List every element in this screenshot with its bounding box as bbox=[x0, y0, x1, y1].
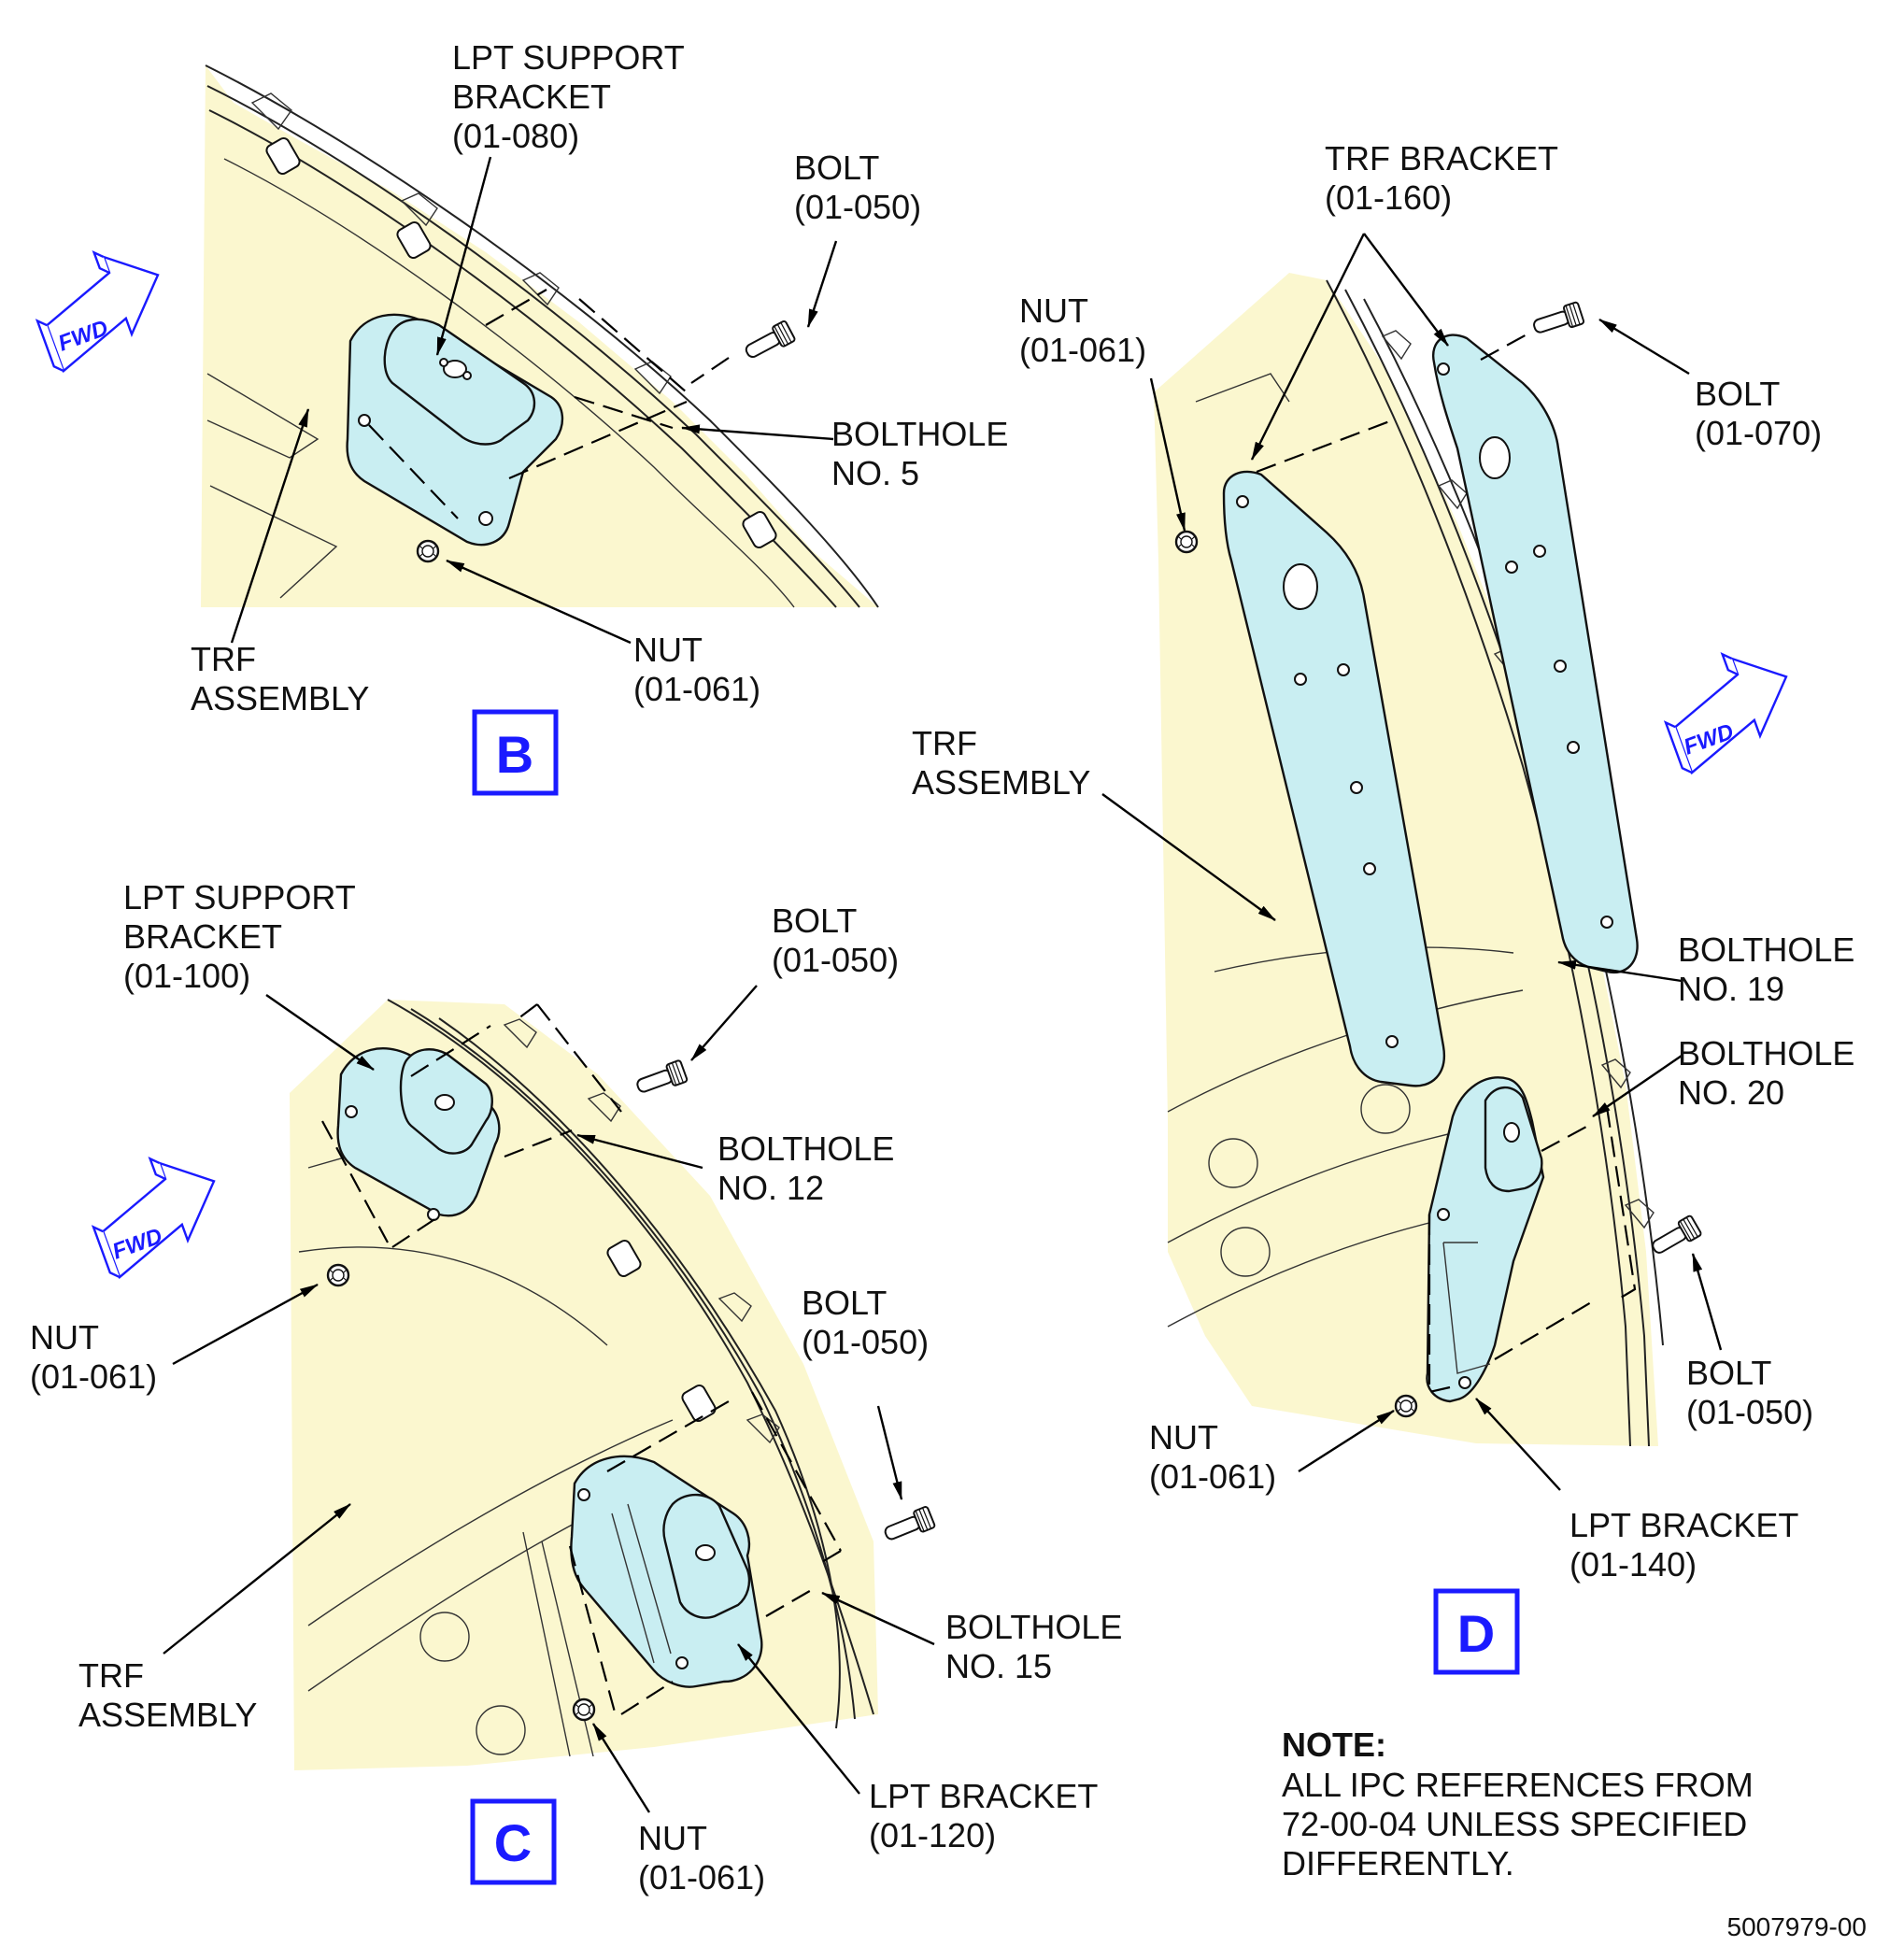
view-c-studs bbox=[606, 1239, 717, 1423]
document-number: 5007979-00 bbox=[1727, 1912, 1867, 1941]
bolt-01-070-icon bbox=[1529, 301, 1585, 339]
view-c-flange-linework bbox=[298, 999, 874, 1757]
label-lpt-support-bracket-01-080: LPT SUPPORT BRACKET (01-080) bbox=[452, 38, 693, 155]
view-c-fwd-arrow-icon: FWD bbox=[77, 1139, 235, 1281]
view-b-leaders bbox=[230, 156, 838, 645]
label-bolthole-no-5: BOLTHOLE NO. 5 bbox=[831, 415, 1017, 492]
view-d-labels: TRF BRACKET (01-160) NUT (01-061) BOLT (… bbox=[912, 139, 1864, 1584]
trf-bracket-01-160-right bbox=[1431, 334, 1639, 974]
view-letter-d: D bbox=[1457, 1604, 1495, 1663]
label-bolt-01-070: BOLT (01-070) bbox=[1695, 375, 1822, 452]
view-letter-b: B bbox=[496, 725, 533, 784]
view-b-labels: LPT SUPPORT BRACKET (01-080) BOLT (01-05… bbox=[191, 38, 1017, 717]
view-b: LPT SUPPORT BRACKET (01-080) BOLT (01-05… bbox=[21, 38, 1017, 796]
label-nut-01-061-lower: NUT (01-061) bbox=[638, 1819, 765, 1896]
bolt-01-050-icon bbox=[1647, 1214, 1703, 1260]
label-bolt-01-050: BOLT (01-050) bbox=[794, 149, 921, 226]
nut-01-061-lower-icon bbox=[572, 1697, 596, 1722]
view-d-letter-box: D bbox=[1433, 1588, 1520, 1675]
note-block: NOTE: ALL IPC REFERENCES FROM 72-00-04 U… bbox=[1282, 1726, 1763, 1882]
label-lpt-bracket-01-120: LPT BRACKET (01-120) bbox=[869, 1777, 1107, 1854]
view-c-leaders bbox=[163, 985, 935, 1813]
view-b-dashes bbox=[368, 289, 730, 519]
label-nut-01-061-upper: NUT (01-061) bbox=[1019, 291, 1146, 369]
view-b-flange-linework bbox=[205, 64, 879, 608]
nut-01-061-upper-icon bbox=[326, 1263, 350, 1287]
trf-bracket-01-160-left bbox=[1222, 470, 1446, 1087]
label-bolthole-no-15: BOLTHOLE NO. 15 bbox=[945, 1608, 1131, 1685]
label-nut-01-061-lower: NUT (01-061) bbox=[1149, 1418, 1276, 1496]
note-body: ALL IPC REFERENCES FROM 72-00-04 UNLESS … bbox=[1282, 1766, 1763, 1882]
label-bolthole-no-12: BOLTHOLE NO. 12 bbox=[717, 1129, 903, 1207]
label-bolthole-no-20: BOLTHOLE NO. 20 bbox=[1678, 1034, 1864, 1112]
label-bolthole-no-19: BOLTHOLE NO. 19 bbox=[1678, 930, 1864, 1008]
label-trf-assembly: TRF ASSEMBLY bbox=[191, 640, 369, 717]
view-d-leaders bbox=[1101, 233, 1723, 1491]
view-letter-c: C bbox=[494, 1813, 532, 1872]
label-lpt-bracket-01-140: LPT BRACKET (01-140) bbox=[1569, 1506, 1808, 1584]
label-trf-assembly: TRF ASSEMBLY bbox=[78, 1656, 257, 1734]
view-d-fwd-arrow-icon: FWD bbox=[1649, 634, 1808, 776]
label-lpt-support-bracket-01-100: LPT SUPPORT BRACKET (01-100) bbox=[123, 878, 364, 995]
view-d: TRF BRACKET (01-160) NUT (01-061) BOLT (… bbox=[912, 139, 1864, 1675]
view-b-fwd-arrow-icon: FWD bbox=[21, 233, 179, 375]
label-nut-01-061: NUT (01-061) bbox=[633, 631, 760, 708]
label-bolt-01-050: BOLT (01-050) bbox=[1686, 1354, 1813, 1431]
label-nut-01-061-upper: NUT (01-061) bbox=[30, 1318, 157, 1396]
label-bolt-01-050-lower: BOLT (01-050) bbox=[802, 1284, 929, 1361]
bolt-01-050-icon bbox=[741, 319, 797, 364]
note-heading: NOTE: bbox=[1282, 1726, 1386, 1764]
label-trf-bracket-01-160: TRF BRACKET (01-160) bbox=[1325, 139, 1567, 217]
view-d-dashes bbox=[1256, 332, 1637, 1394]
bolt-01-050-upper-icon bbox=[632, 1058, 689, 1099]
nut-01-061-lower-icon bbox=[1394, 1394, 1418, 1418]
nut-01-061-upper-icon bbox=[1174, 530, 1199, 554]
view-b-studs bbox=[265, 136, 777, 549]
view-c-letter-box: C bbox=[470, 1798, 557, 1885]
lpt-support-bracket-01-100 bbox=[336, 1047, 501, 1221]
lpt-support-bracket-01-080 bbox=[346, 313, 564, 547]
lpt-bracket-01-120 bbox=[570, 1455, 763, 1688]
label-bolt-01-050-upper: BOLT (01-050) bbox=[772, 902, 899, 979]
view-c-labels: LPT SUPPORT BRACKET (01-100) BOLT (01-05… bbox=[30, 878, 1131, 1896]
bolt-01-050-lower-icon bbox=[880, 1505, 937, 1546]
view-b-letter-box: B bbox=[472, 709, 559, 796]
view-c: LPT SUPPORT BRACKET (01-100) BOLT (01-05… bbox=[30, 878, 1131, 1896]
label-trf-assembly: TRF ASSEMBLY bbox=[912, 724, 1090, 802]
view-c-dashes bbox=[321, 1003, 842, 1720]
lpt-bracket-01-140 bbox=[1426, 1076, 1545, 1403]
nut-01-061-icon bbox=[416, 539, 440, 563]
